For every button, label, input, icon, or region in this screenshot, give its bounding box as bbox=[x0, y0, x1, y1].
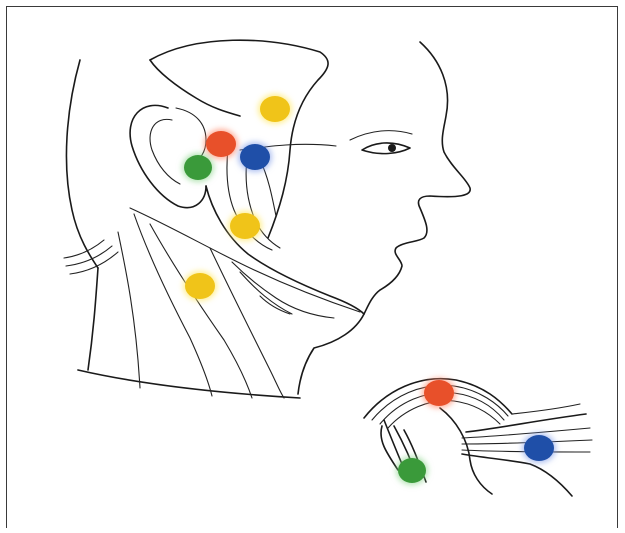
scalp-left-edge bbox=[150, 60, 240, 116]
temple-marker bbox=[260, 96, 290, 122]
sternocleidomastoid-1 bbox=[150, 224, 252, 398]
back-of-head-outline bbox=[66, 60, 98, 268]
neck-muscle-3 bbox=[118, 232, 140, 388]
neck-back bbox=[88, 268, 98, 370]
inset-bottom-left-marker bbox=[398, 458, 426, 483]
inset-bottom-curve bbox=[462, 454, 572, 496]
nerve-branch-2 bbox=[260, 160, 276, 216]
ear-lobe-marker bbox=[184, 155, 212, 180]
inset-tail-top bbox=[512, 404, 580, 414]
face-profile bbox=[364, 42, 470, 314]
eye-brow bbox=[350, 131, 412, 140]
ear-inner bbox=[150, 119, 180, 184]
scalp-region-outline bbox=[150, 40, 328, 238]
neck-front bbox=[298, 314, 364, 394]
inset-top-marker bbox=[424, 380, 454, 406]
eye-pupil bbox=[388, 144, 396, 152]
jaw-angle-marker bbox=[230, 213, 260, 239]
platysma-line-3 bbox=[240, 272, 292, 314]
platysma-line-4 bbox=[260, 296, 290, 314]
upper-neck-marker bbox=[185, 273, 215, 299]
inset-right-marker bbox=[524, 435, 554, 461]
eye bbox=[362, 143, 410, 154]
inset-right-fan-upper bbox=[466, 414, 586, 432]
ear-top-marker bbox=[206, 131, 236, 157]
ear-front-marker bbox=[240, 144, 270, 170]
jaw-line bbox=[206, 186, 364, 314]
shoulder-line bbox=[78, 370, 300, 398]
